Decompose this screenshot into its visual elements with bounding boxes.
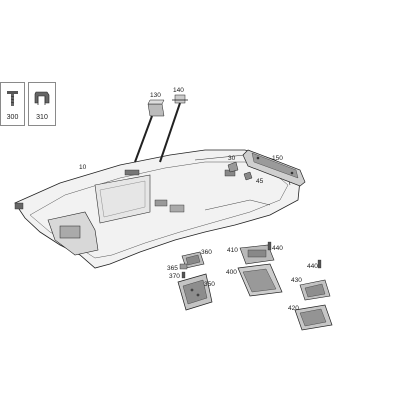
screw-icon [7,91,18,106]
callout-410: 410 [227,247,238,254]
part-150[interactable] [242,149,306,187]
callout-420: 420 [288,305,299,312]
legend-number: 310 [36,114,48,121]
callout-130: 130 [150,92,161,99]
legend-item-300[interactable]: 300 [0,82,25,126]
part-430[interactable] [299,279,331,301]
part-360[interactable] [181,251,205,269]
part-440b[interactable] [317,259,322,269]
part-45[interactable] [243,171,253,181]
callout-10: 10 [79,164,87,171]
part-365[interactable] [179,263,188,270]
part-350[interactable] [177,273,213,311]
part-370[interactable] [181,271,186,279]
callout-140: 140 [173,87,184,94]
callout-370: 370 [169,273,180,280]
callout-150: 150 [272,155,283,162]
callout-30: 30 [228,155,236,162]
callout-360: 360 [201,249,212,256]
callout-440b: 440 [307,263,318,270]
clip-icon [34,91,50,105]
callout-350: 350 [204,281,215,288]
callout-440a: 440 [272,245,283,252]
part-400[interactable] [237,263,283,297]
callout-365: 365 [167,265,178,272]
legend-number: 300 [6,114,19,121]
part-130[interactable] [134,99,165,163]
headliner-panel[interactable] [14,149,301,269]
part-420[interactable] [294,304,333,331]
callout-400: 400 [226,269,237,276]
part-410[interactable] [239,244,275,265]
callout-45: 45 [256,178,264,185]
part-440a[interactable] [267,241,272,251]
part-30[interactable] [227,161,239,173]
part-140[interactable] [159,94,188,163]
callout-430: 430 [291,277,302,284]
legend-item-310[interactable]: 310 [28,82,56,126]
